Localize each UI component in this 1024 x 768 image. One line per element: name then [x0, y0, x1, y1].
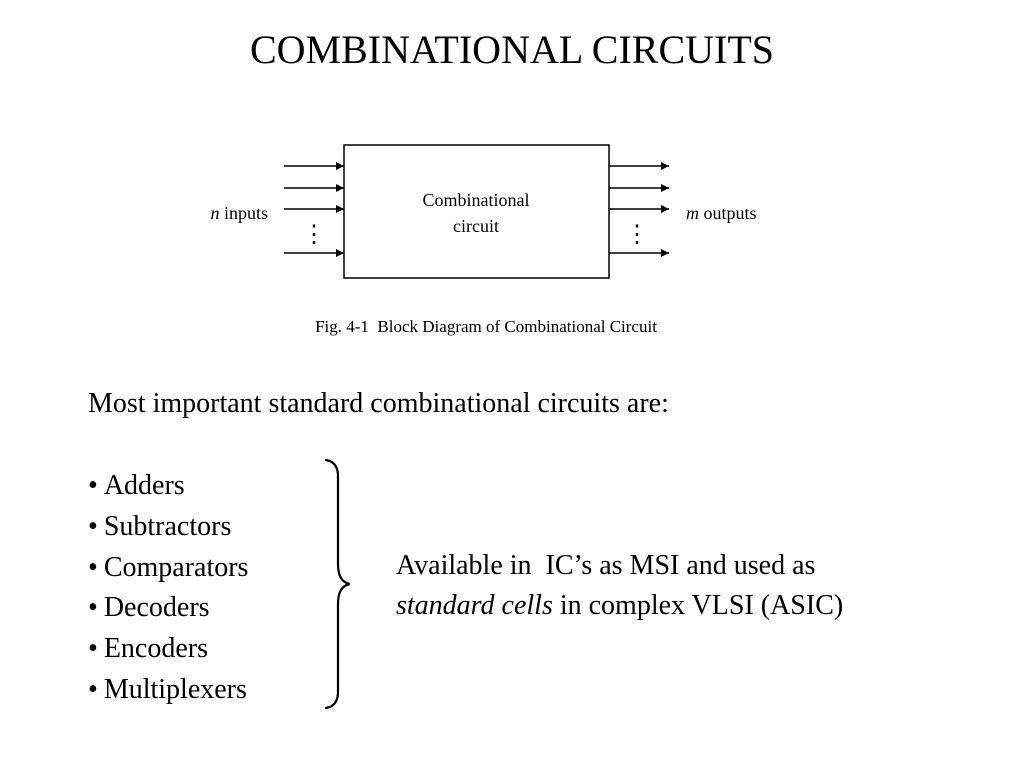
- list-item-label: Comparators: [103, 551, 249, 583]
- bullet: •: [88, 673, 98, 705]
- list-item-label: Multiplexers: [103, 673, 247, 705]
- figure-caption: Fig. 4-1 Block Diagram of Combinational …: [315, 317, 657, 336]
- combinational-circuit-box: [343, 144, 610, 279]
- box-label-line2: circuit: [453, 216, 499, 236]
- list-item-label: Decoders: [103, 592, 210, 624]
- list-item: •Subtractors: [88, 507, 248, 548]
- availability-note: Available in IC’s as MSI and used as sta…: [396, 546, 843, 626]
- outputs-var: m: [686, 203, 699, 223]
- note-emphasis: standard cells: [396, 590, 553, 621]
- bullet: •: [88, 633, 98, 665]
- output-ellipsis: ⋮: [625, 222, 649, 248]
- note-line-1: Available in IC’s as MSI and used as: [396, 550, 816, 581]
- note-line-2-rest: in complex VLSI (ASIC): [552, 590, 844, 621]
- inputs-word: inputs: [224, 203, 268, 223]
- circuit-list: •Adders •Subtractors •Comparators •Decod…: [88, 466, 248, 711]
- list-item: •Adders: [88, 466, 248, 507]
- list-item: •Decoders: [88, 588, 248, 629]
- outputs-label: m outputs: [686, 203, 757, 223]
- list-item: •Comparators: [88, 548, 248, 589]
- input-ellipsis: ⋮: [302, 222, 326, 248]
- slide-title: COMBINATIONAL CIRCUITS: [249, 27, 775, 72]
- block-diagram: ⋮ ⋮ Combinational circuit n inputs m out…: [210, 144, 757, 336]
- bullet: •: [88, 551, 98, 583]
- list-item: •Multiplexers: [88, 670, 248, 711]
- list-item: •Encoders: [88, 629, 248, 670]
- list-item-label: Subtractors: [103, 510, 232, 542]
- bullet: •: [88, 470, 98, 501]
- intro-text: Most important standard combinational ci…: [88, 388, 669, 419]
- bullet: •: [88, 592, 98, 624]
- list-item-label: Adders: [103, 470, 185, 501]
- outputs-word: outputs: [704, 203, 757, 223]
- note-line-2: standard cells in complex VLSI (ASIC): [396, 586, 843, 626]
- list-item-label: Encoders: [103, 633, 208, 665]
- inputs-var: n: [210, 203, 219, 223]
- right-curly-brace: [324, 458, 351, 710]
- inputs-label: n inputs: [210, 203, 268, 223]
- bullet: •: [88, 510, 98, 542]
- box-label-line1: Combinational: [423, 190, 530, 210]
